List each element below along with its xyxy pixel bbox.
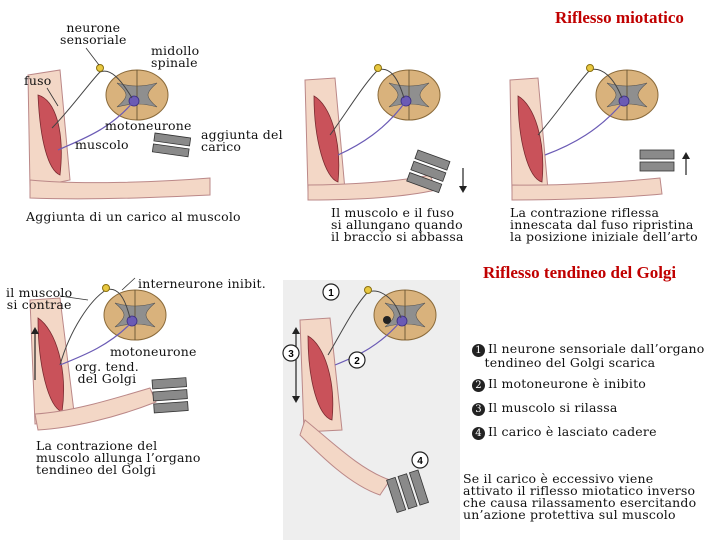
caption-panel1: Aggiunta di un carico al muscolo: [26, 211, 241, 223]
label-muscolo: muscolo: [75, 139, 129, 151]
step-number-3: 3: [472, 403, 485, 416]
label-aggiunta-del-carico: aggiunta del carico: [201, 129, 283, 153]
golgi-note: Se il carico è eccessivo viene attivato …: [463, 473, 696, 521]
label-interneurone-inibit: interneurone inibit.: [138, 278, 266, 290]
step-text-3: Il muscolo si rilassa: [488, 400, 618, 415]
golgi-marker-4-label: 4: [417, 456, 423, 467]
label-muscolo-si-contrae: il muscolo si contrae: [6, 287, 72, 311]
golgi-marker-2-label: 2: [354, 356, 360, 367]
golgi-right-figure: [283, 280, 460, 540]
caption-panel3: La contrazione riflessa innescata dal fu…: [510, 207, 698, 243]
step-number-2: 2: [472, 379, 485, 392]
label-org-tend-golgi: org. tend. del Golgi: [75, 361, 139, 385]
caption-panel2: Il muscolo e il fuso si allungano quando…: [331, 207, 464, 243]
step-text-4: Il carico è lasciato cadere: [488, 424, 657, 439]
label-midollo-spinale: midollo spinale: [151, 45, 199, 69]
title-riflesso-miotatico: Riflesso miotatico: [555, 8, 684, 28]
golgi-marker-1-label: 1: [328, 288, 334, 299]
label-fuso: fuso: [24, 75, 51, 87]
label-motoneurone-golgi: motoneurone: [110, 346, 197, 358]
step-text-1: Il neurone sensoriale dall’organo tendin…: [472, 341, 704, 370]
title-riflesso-golgi: Riflesso tendineo del Golgi: [483, 263, 676, 283]
panel3-figure: [510, 65, 690, 201]
panel2-figure: [305, 65, 467, 201]
golgi-marker-4: 4: [412, 452, 428, 468]
label-motoneurone: motoneurone: [105, 120, 192, 132]
step-text-2: Il motoneurone è inibito: [488, 376, 646, 391]
golgi-marker-3: 3: [283, 345, 299, 361]
golgi-marker-1: 1: [323, 284, 339, 300]
step-number-4: 4: [472, 427, 485, 440]
golgi-marker-3-label: 3: [288, 349, 294, 360]
golgi-marker-2: 2: [349, 352, 365, 368]
caption-golgi-left: La contrazione del muscolo allunga l’org…: [36, 440, 201, 476]
label-neurone-sensoriale: neurone sensoriale: [60, 22, 127, 46]
